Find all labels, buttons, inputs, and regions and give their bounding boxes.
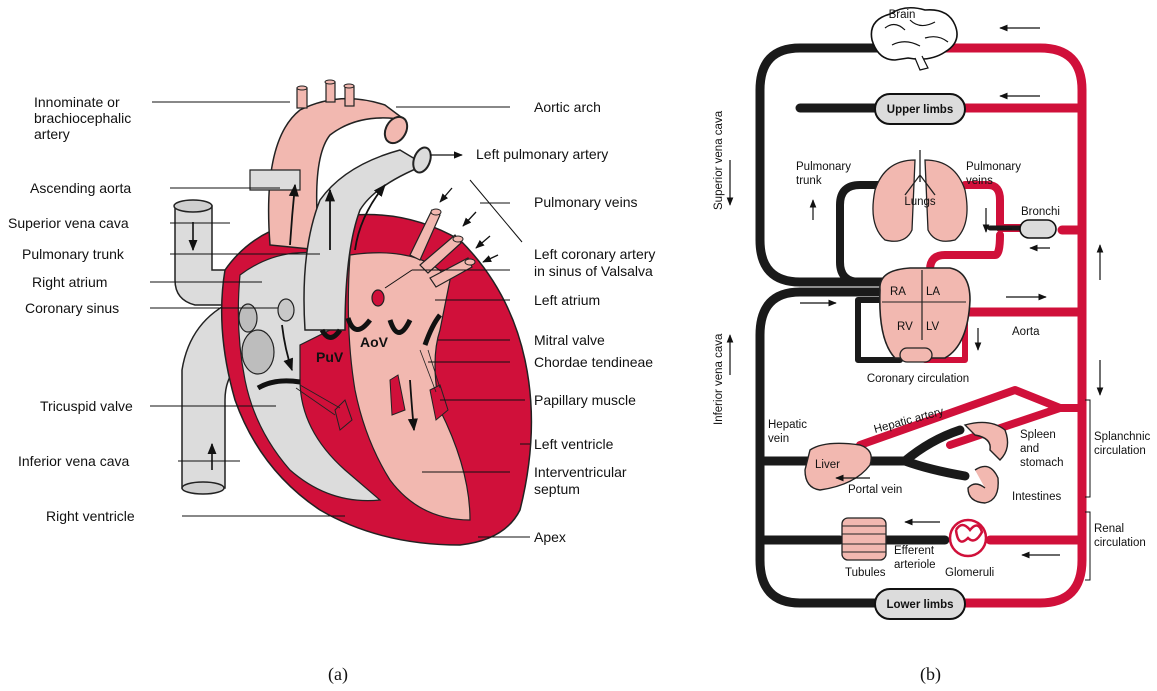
label-aorta: Aorta — [1012, 326, 1040, 338]
label-aortic-arch: Aortic arch — [534, 99, 601, 115]
label-coronary-circulation: Coronary circulation — [867, 373, 969, 385]
label-upper-limbs: Upper limbs — [887, 104, 953, 116]
label-left-atrium: Left atrium — [534, 292, 600, 308]
label-pulmonary-veins-b-2: veins — [966, 175, 993, 187]
label-renal-1: Renal — [1094, 523, 1124, 535]
intestines-icon — [968, 466, 998, 503]
label-coronary-sinus: Coronary sinus — [25, 300, 119, 316]
label-superior-vena-cava-b: Superior vena cava — [713, 110, 725, 210]
label-interventricular-2: septum — [534, 481, 580, 497]
label-chordae-tendineae: Chordae tendineae — [534, 354, 653, 370]
label-pulmonary-trunk-b-1: Pulmonary — [796, 161, 851, 173]
label-efferent-2: arteriole — [894, 559, 936, 571]
label-splanchnic-1: Splanchnic — [1094, 431, 1151, 443]
label-apex: Apex — [534, 529, 566, 545]
label-lungs: Lungs — [904, 196, 936, 208]
label-glomeruli: Glomeruli — [945, 567, 994, 579]
label-right-ventricle: Right ventricle — [46, 508, 135, 524]
caption-a: (a) — [328, 664, 348, 685]
label-papillary-muscle: Papillary muscle — [534, 392, 636, 408]
label-tubules: Tubules — [845, 567, 886, 579]
label-la: LA — [926, 286, 940, 298]
label-pulmonary-veins-b-1: Pulmonary — [966, 161, 1021, 173]
label-portal-vein: Portal vein — [848, 484, 902, 496]
label-innominate-3: artery — [34, 126, 70, 142]
label-pulmonary-veins: Pulmonary veins — [534, 194, 638, 210]
label-stomach: stomach — [1020, 457, 1063, 469]
label-innominate-1: Innominate or — [34, 94, 120, 110]
glomeruli-icon — [950, 520, 986, 556]
label-hepatic-vein-2: vein — [768, 433, 789, 445]
label-rv: RV — [897, 321, 913, 333]
caption-b: (b) — [920, 664, 941, 685]
label-left-coronary-1: Left coronary artery — [534, 246, 655, 262]
puv-label: PuV — [316, 349, 344, 365]
label-superior-vena-cava: Superior vena cava — [8, 215, 129, 231]
heart-icon — [880, 268, 970, 362]
label-lower-limbs: Lower limbs — [886, 599, 953, 611]
label-renal-2: circulation — [1094, 537, 1146, 549]
aov-label: AoV — [360, 334, 389, 350]
label-pulmonary-trunk-b-2: trunk — [796, 175, 822, 187]
label-tricuspid-valve: Tricuspid valve — [40, 398, 133, 414]
bronchi-box — [1020, 220, 1056, 238]
label-brain: Brain — [889, 9, 916, 21]
label-splanchnic-2: circulation — [1094, 445, 1146, 457]
label-and: and — [1020, 443, 1039, 455]
tubules-icon — [842, 518, 886, 560]
label-efferent-1: Efferent — [894, 545, 935, 557]
label-inferior-vena-cava-b: Inferior vena cava — [713, 333, 725, 425]
label-intestines: Intestines — [1012, 491, 1061, 503]
label-ascending-aorta: Ascending aorta — [30, 180, 131, 196]
label-bronchi: Bronchi — [1021, 206, 1060, 218]
label-ra: RA — [890, 286, 906, 298]
label-left-pulmonary-artery: Left pulmonary artery — [476, 146, 608, 162]
label-pulmonary-trunk: Pulmonary trunk — [22, 246, 125, 262]
label-left-coronary-2: in sinus of Valsalva — [534, 263, 653, 279]
label-hepatic-vein-1: Hepatic — [768, 419, 807, 431]
label-left-ventricle: Left ventricle — [534, 436, 614, 452]
label-mitral-valve: Mitral valve — [534, 332, 605, 348]
label-inferior-vena-cava: Inferior vena cava — [18, 453, 129, 469]
label-lv: LV — [926, 321, 940, 333]
label-interventricular-1: Interventricular — [534, 464, 627, 480]
label-innominate-2: brachiocephalic — [34, 110, 131, 126]
label-spleen: Spleen — [1020, 429, 1056, 441]
label-right-atrium: Right atrium — [32, 274, 107, 290]
label-liver: Liver — [815, 459, 840, 471]
